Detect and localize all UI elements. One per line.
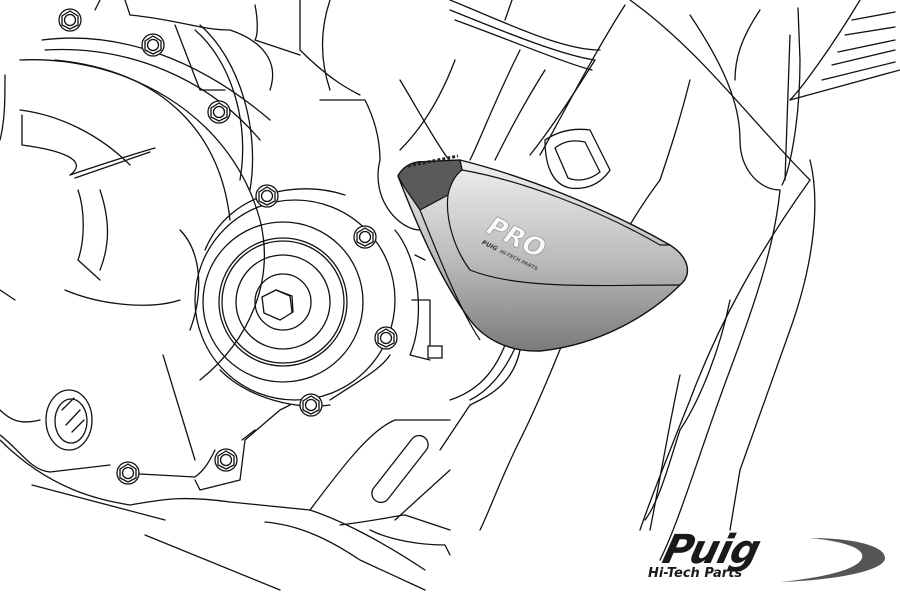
slider-mount bbox=[439, 344, 521, 451]
clutch-cover bbox=[0, 24, 271, 381]
round-cover bbox=[194, 188, 431, 407]
skid-plate bbox=[309, 419, 451, 531]
brand-tagline: Hi-Tech Parts bbox=[648, 566, 743, 581]
puig-brand-logo: Puig Hi-Tech Parts bbox=[640, 527, 890, 585]
lower-crankcase bbox=[0, 354, 451, 591]
mount-bolt bbox=[411, 254, 443, 359]
frame-rail-right bbox=[479, 0, 900, 561]
frame-slider: PRO PUIG HI-TECH PARTS bbox=[397, 154, 689, 352]
bolts bbox=[58, 8, 398, 485]
brand-name: Puig bbox=[658, 527, 765, 573]
swoosh-icon bbox=[780, 538, 885, 582]
